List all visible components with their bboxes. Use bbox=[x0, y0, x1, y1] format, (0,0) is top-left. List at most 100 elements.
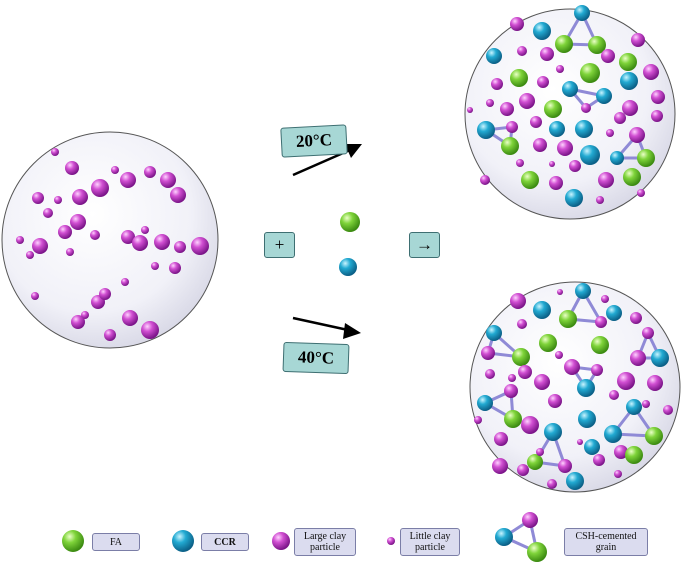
clay-particle bbox=[467, 107, 473, 113]
clay-particle bbox=[557, 140, 573, 156]
temp-label-40c: 40°C bbox=[282, 341, 350, 375]
clay-particle bbox=[174, 241, 186, 253]
clay-particle bbox=[90, 230, 100, 240]
fa-particle bbox=[623, 168, 641, 186]
csh-grain-top-1 bbox=[562, 11, 599, 47]
clay-particle bbox=[122, 310, 138, 326]
clay-particle bbox=[170, 187, 186, 203]
clay-particle bbox=[614, 470, 622, 478]
csh-grain-bottom-7 bbox=[533, 430, 567, 468]
ccr-particle bbox=[565, 189, 583, 207]
clay-particle bbox=[601, 295, 609, 303]
clay-particle bbox=[508, 374, 516, 382]
ccr-particle bbox=[566, 472, 584, 490]
fa-particle bbox=[637, 149, 655, 167]
fa-particle bbox=[645, 427, 663, 445]
clay-particle bbox=[121, 230, 135, 244]
clay-particle bbox=[630, 350, 646, 366]
clay-particle bbox=[593, 454, 605, 466]
clay-particle bbox=[91, 179, 109, 197]
clay-particle bbox=[517, 46, 527, 56]
particles-layer bbox=[16, 5, 673, 562]
ccr-particle bbox=[495, 528, 513, 546]
clay-particle bbox=[569, 160, 581, 172]
clay-particle bbox=[141, 226, 149, 234]
clay-particle bbox=[540, 47, 554, 61]
clay-particle bbox=[622, 100, 638, 116]
clay-particle bbox=[132, 235, 148, 251]
clay-particle bbox=[591, 364, 603, 376]
clay-particle bbox=[558, 459, 572, 473]
clay-particle bbox=[564, 359, 580, 375]
csh-grain-bottom-3 bbox=[636, 331, 662, 360]
arrows bbox=[292, 144, 362, 339]
clay-particle bbox=[485, 369, 495, 379]
csh-grain-top-3 bbox=[484, 125, 514, 148]
ccr-particle bbox=[575, 283, 591, 299]
csh-grain-top-2 bbox=[568, 87, 606, 110]
fa-particle bbox=[619, 53, 637, 71]
clay-particle bbox=[642, 400, 650, 408]
fa-particle bbox=[521, 171, 539, 189]
clay-particle bbox=[609, 390, 619, 400]
clay-particle bbox=[160, 172, 176, 188]
clay-particle bbox=[31, 292, 39, 300]
fa-particle-center bbox=[340, 212, 360, 232]
ccr-particle bbox=[577, 379, 595, 397]
legend-csh-icon bbox=[502, 518, 539, 554]
clay-particle bbox=[555, 351, 563, 359]
ccr-particle bbox=[477, 121, 495, 139]
clay-particle bbox=[65, 161, 79, 175]
mixture-40c-circle bbox=[469, 281, 681, 493]
raw-clay-circle bbox=[1, 131, 219, 349]
clay-particle bbox=[556, 65, 564, 73]
clay-particle bbox=[141, 321, 159, 339]
ccr-particle bbox=[606, 305, 622, 321]
fa-particle bbox=[527, 542, 547, 562]
ccr-particle bbox=[574, 5, 590, 21]
clay-particle bbox=[32, 238, 48, 254]
clay-particle bbox=[521, 416, 539, 434]
ccr-particle bbox=[620, 72, 638, 90]
ccr-particle-center bbox=[339, 258, 357, 276]
clay-particle bbox=[32, 192, 44, 204]
clay-particle bbox=[491, 78, 503, 90]
clay-particle bbox=[519, 93, 535, 109]
clay-particle bbox=[629, 127, 645, 143]
clay-particle bbox=[637, 189, 645, 197]
clay-particle bbox=[631, 33, 645, 47]
legend-ccr-label: CCR bbox=[201, 533, 249, 551]
fa-particle bbox=[625, 446, 643, 464]
clay-particle bbox=[151, 262, 159, 270]
fa-particle bbox=[501, 137, 519, 155]
clay-particle bbox=[191, 237, 209, 255]
temp-label-20c: 20°C bbox=[280, 124, 348, 158]
clay-particle bbox=[169, 262, 181, 274]
clay-particle bbox=[43, 208, 53, 218]
clay-particle bbox=[522, 512, 538, 528]
clay-particle bbox=[51, 148, 59, 156]
clay-particle bbox=[518, 365, 532, 379]
fa-particle bbox=[539, 334, 557, 352]
clay-particle bbox=[549, 176, 563, 190]
clay-particle bbox=[70, 214, 86, 230]
fa-particle bbox=[504, 410, 522, 428]
fa-particle bbox=[527, 454, 543, 470]
clay-particle bbox=[630, 312, 642, 324]
legend-fa-icon bbox=[62, 530, 84, 552]
ccr-particle bbox=[578, 410, 596, 428]
legend-large-clay-label: Large clay particle bbox=[294, 528, 356, 556]
csh-grain-bottom-5 bbox=[483, 389, 515, 421]
clay-particle bbox=[601, 49, 615, 63]
fa-particle bbox=[591, 336, 609, 354]
clay-particle bbox=[577, 439, 583, 445]
clay-particle bbox=[510, 17, 524, 31]
fa-particle bbox=[588, 36, 606, 54]
clay-particle bbox=[504, 384, 518, 398]
clay-particle bbox=[606, 129, 614, 137]
legend-fa-label: FA bbox=[92, 533, 140, 551]
ccr-particle bbox=[596, 88, 612, 104]
clay-particle bbox=[557, 289, 563, 295]
clay-particle bbox=[492, 458, 508, 474]
clay-particle bbox=[614, 112, 626, 124]
